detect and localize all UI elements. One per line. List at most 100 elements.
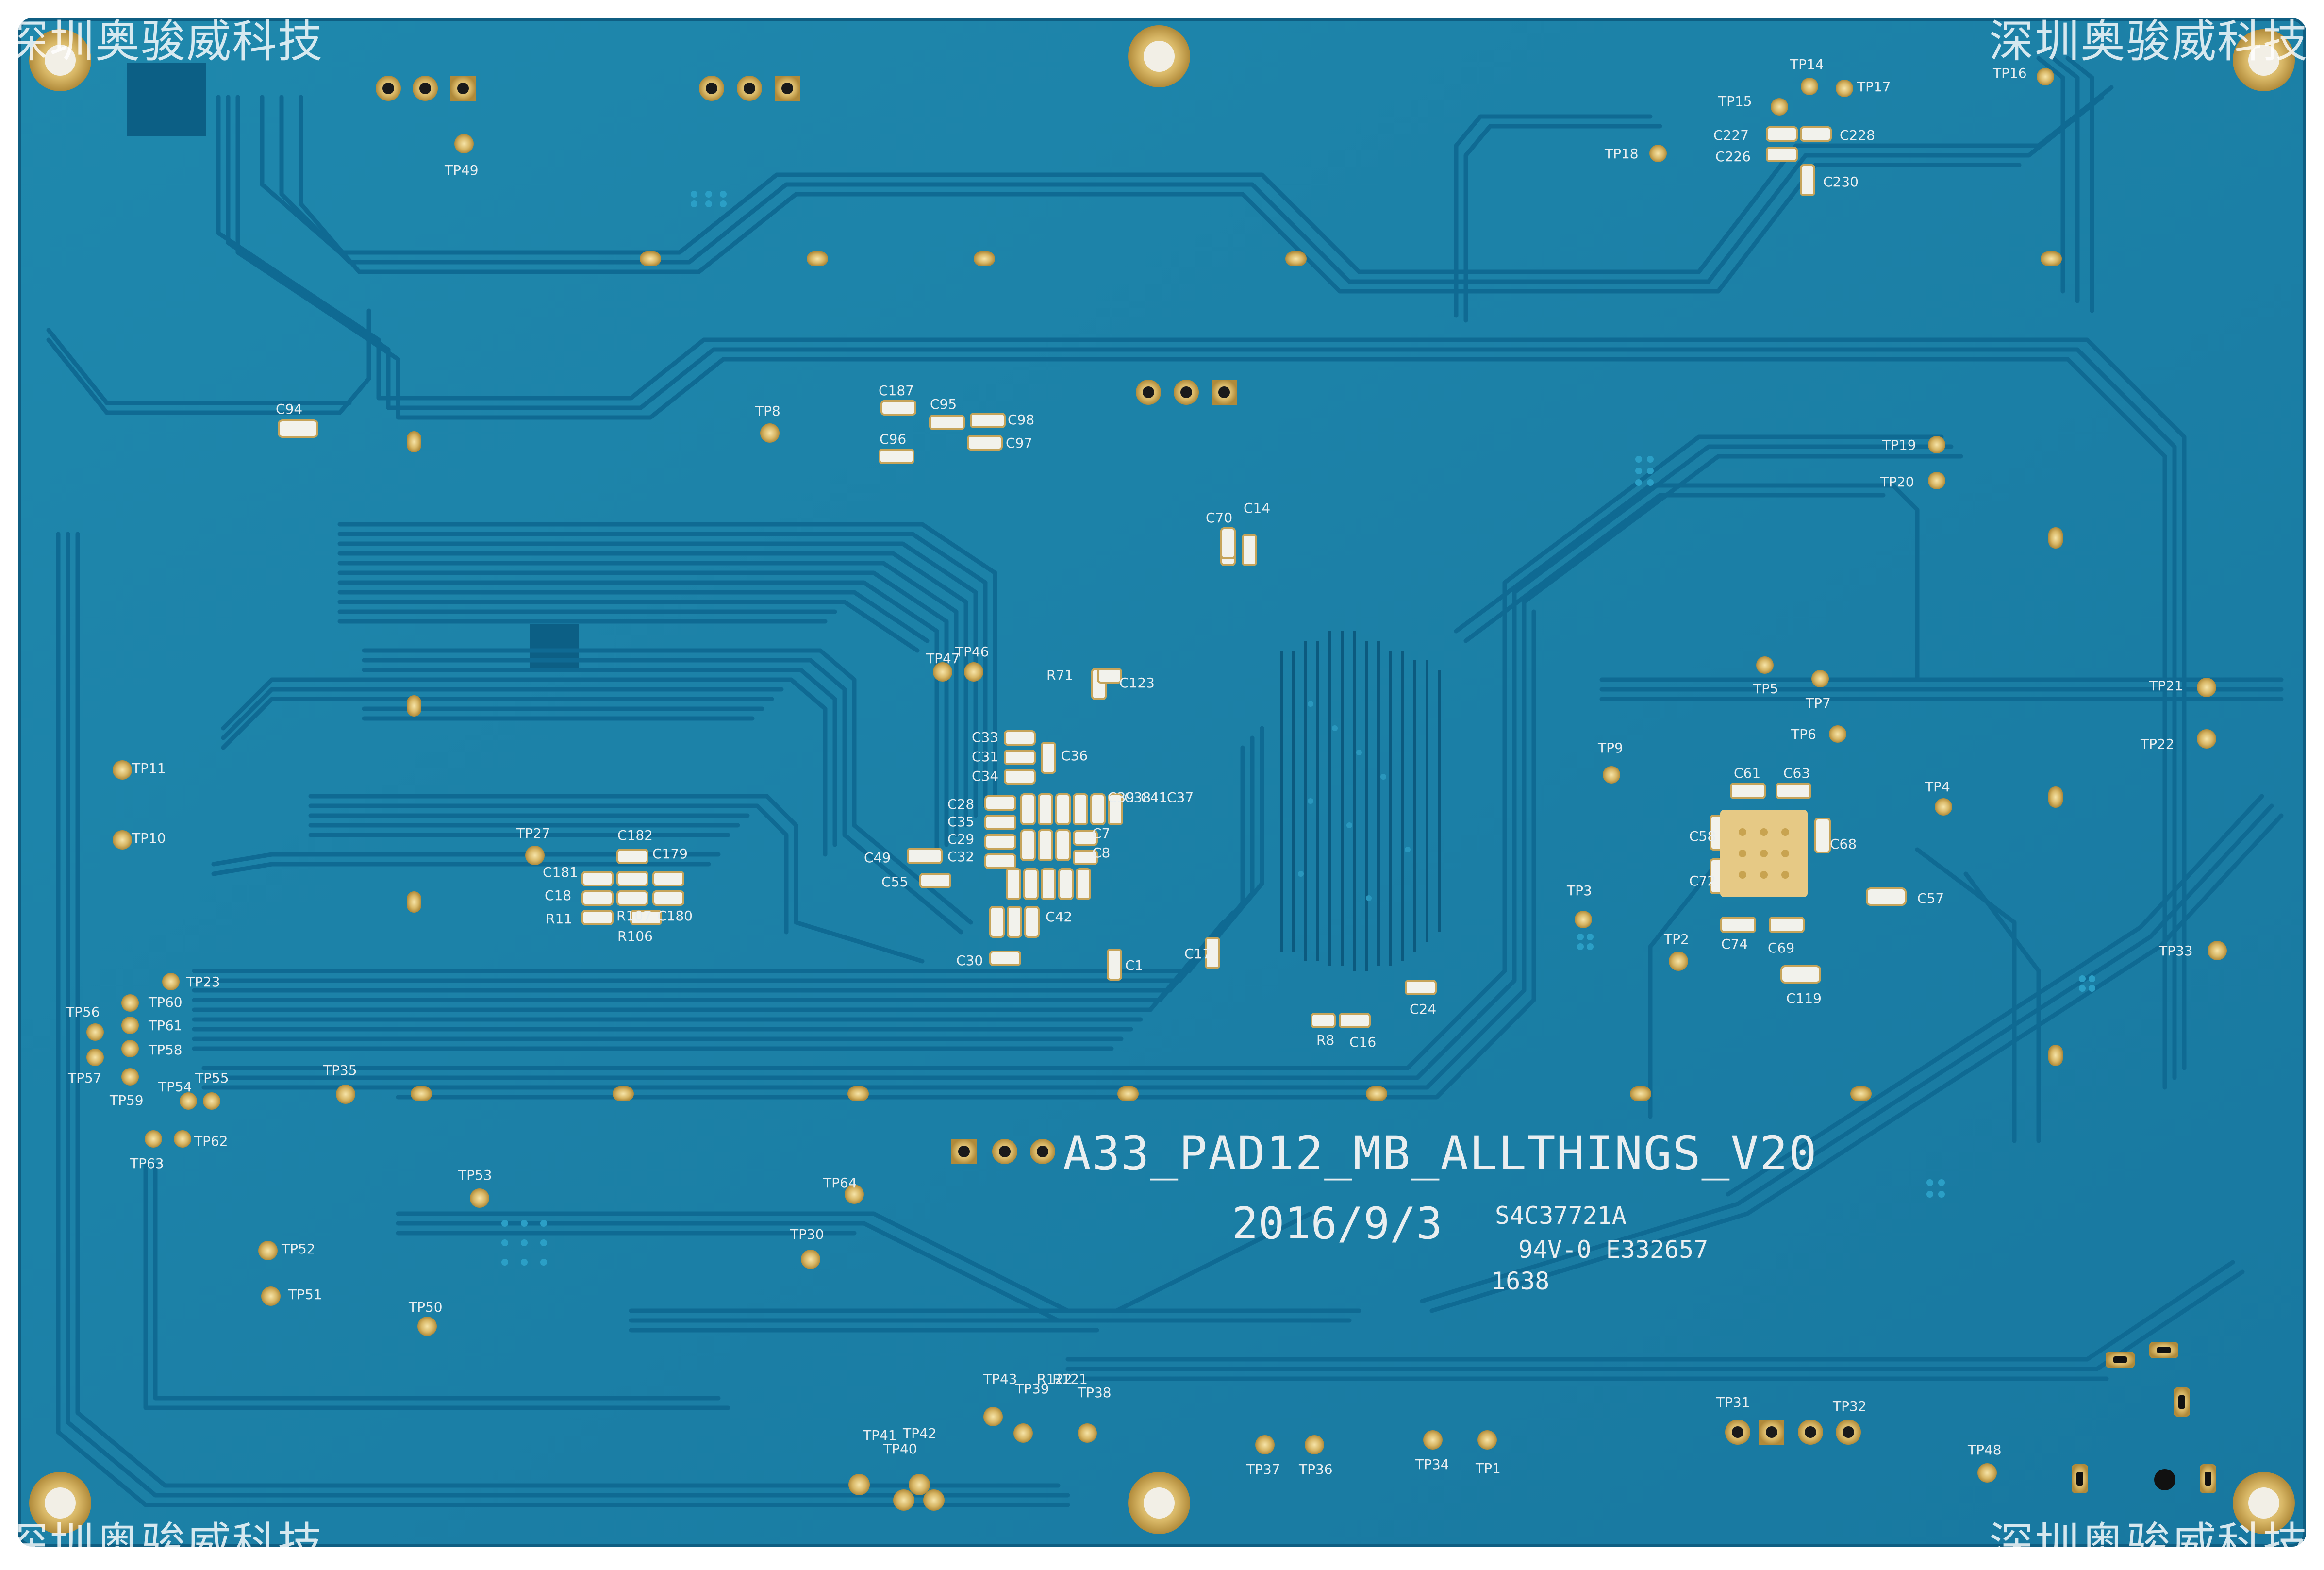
silk-label: TP10 xyxy=(132,830,166,846)
silk-label: R122 xyxy=(1037,1371,1072,1387)
silk-label: C179 xyxy=(652,846,688,862)
silk-label: C70 xyxy=(1206,510,1233,526)
silk-label: C119 xyxy=(1786,990,1822,1006)
silk-label: TP14 xyxy=(1790,56,1824,72)
silk-label: C180 xyxy=(657,908,693,924)
silk-label: TP52 xyxy=(282,1241,315,1257)
silk-label: C33 xyxy=(972,729,999,745)
silk-label: TP61 xyxy=(149,1018,183,1034)
silk-label: C30 xyxy=(956,952,983,969)
silk-label: C228 xyxy=(1840,127,1875,143)
silk-label: C72 xyxy=(1689,873,1716,889)
silk-label: TP1 xyxy=(1476,1460,1501,1476)
silk-label: TP49 xyxy=(445,162,479,178)
smd-components xyxy=(278,126,1907,1028)
silk-label: TP9 xyxy=(1598,740,1623,756)
silk-label: TP22 xyxy=(2141,736,2175,752)
silk-label: TP58 xyxy=(149,1042,183,1058)
silk-label: TP40 xyxy=(883,1441,917,1457)
silk-label: TP43 xyxy=(983,1371,1017,1387)
silk-label: C17 xyxy=(1184,946,1212,962)
silk-label: C32 xyxy=(947,849,975,865)
silk-label: C8 xyxy=(1092,845,1111,861)
silk-label: TP48 xyxy=(1968,1442,2002,1458)
silk-label: C95 xyxy=(930,396,957,412)
silk-label: TP38 xyxy=(1078,1385,1112,1401)
watermark-top-left: 深圳奥骏威科技 xyxy=(4,16,324,67)
silk-label: TP46 xyxy=(955,644,989,660)
bga-fanout xyxy=(1280,631,1441,971)
silk-label: TP41 xyxy=(863,1427,897,1443)
silk-label: C61 xyxy=(1734,765,1761,781)
pcb-substrate xyxy=(19,19,2305,1545)
silk-label: R121 xyxy=(1052,1371,1088,1387)
silk-label: C49 xyxy=(864,850,891,866)
silk-label: TP3 xyxy=(1567,883,1592,899)
silk-label: TP19 xyxy=(1882,437,1916,453)
silk-label: C34 xyxy=(972,768,999,784)
silk-label: R71 xyxy=(1046,667,1074,683)
silk-label: C74 xyxy=(1721,936,1748,952)
silk-label: C181 xyxy=(543,864,578,880)
silk-label: TP59 xyxy=(110,1092,144,1108)
silk-label: TP6 xyxy=(1791,726,1816,742)
silk-label: TP2 xyxy=(1664,931,1689,947)
silk-label: TP16 xyxy=(1993,65,2027,81)
silk-label: C226 xyxy=(1715,149,1751,165)
silk-label: C96 xyxy=(880,431,907,447)
silk-label: C97 xyxy=(1006,435,1033,451)
silk-label: R11 xyxy=(546,911,573,927)
silk-label: TP42 xyxy=(903,1425,937,1441)
silk-label: C36 xyxy=(1061,748,1088,764)
ul-rating: 94V-0 E332657 xyxy=(1518,1236,1709,1264)
silk-label: TP21 xyxy=(2149,678,2183,694)
test-points xyxy=(86,68,2227,1511)
board-date: 2016/9/3 xyxy=(1232,1198,1443,1249)
silk-label: TP36 xyxy=(1299,1461,1333,1477)
silk-label: C69 xyxy=(1768,940,1795,956)
silk-label: C31 xyxy=(972,749,999,765)
silk-label: TP27 xyxy=(516,825,550,841)
silk-label: C58 xyxy=(1689,828,1716,844)
silk-label: TP5 xyxy=(1753,681,1778,697)
silk-label: C94 xyxy=(276,401,303,417)
silk-label: TP17 xyxy=(1857,79,1891,95)
silk-label: C28 xyxy=(947,796,975,812)
silk-label: C16 xyxy=(1349,1034,1377,1050)
silk-label: TP15 xyxy=(1718,93,1752,109)
silk-label: TP33 xyxy=(2159,943,2193,959)
board-name: A33_PAD12_MB_ALLTHINGS_V20 xyxy=(1063,1126,1818,1181)
silk-label: C230 xyxy=(1823,174,1859,190)
silk-label: C39 xyxy=(1108,789,1135,805)
silk-label: C24 xyxy=(1410,1001,1437,1017)
silk-label: TP11 xyxy=(132,760,166,776)
silk-label: TP64 xyxy=(823,1175,857,1191)
silk-label: TP39 xyxy=(1015,1381,1049,1397)
silk-label: TP20 xyxy=(1880,474,1914,490)
silk-label: TP60 xyxy=(149,994,183,1010)
board-part-code: S4C37721A xyxy=(1495,1202,1627,1230)
silk-label: TP32 xyxy=(1833,1398,1867,1414)
silk-label: TP8 xyxy=(755,403,780,419)
silk-label: C55 xyxy=(881,874,909,890)
silk-label: C63 xyxy=(1783,765,1810,781)
silk-label: C1 xyxy=(1125,957,1144,973)
mounting-holes xyxy=(29,25,2295,1534)
watermark-bottom-left: 深圳奥骏威科技 xyxy=(4,1518,324,1570)
silk-label: TP23 xyxy=(186,974,220,990)
silk-label: TP31 xyxy=(1716,1394,1750,1410)
silk-label: TP53 xyxy=(458,1167,492,1183)
silk-label: TP34 xyxy=(1415,1456,1449,1472)
silk-label: C42 xyxy=(1046,909,1073,925)
date-code: 1638 xyxy=(1491,1267,1550,1295)
silk-label: C187 xyxy=(879,383,914,399)
silk-label: TP18 xyxy=(1605,146,1639,162)
silk-label: R8 xyxy=(1316,1032,1335,1048)
silk-label: C14 xyxy=(1244,500,1271,516)
silk-label: C123 xyxy=(1119,675,1155,691)
silk-label: TP54 xyxy=(158,1079,192,1095)
silk-label: C182 xyxy=(617,827,653,843)
silk-label: R106 xyxy=(617,928,653,944)
silk-label: TP51 xyxy=(288,1286,322,1303)
